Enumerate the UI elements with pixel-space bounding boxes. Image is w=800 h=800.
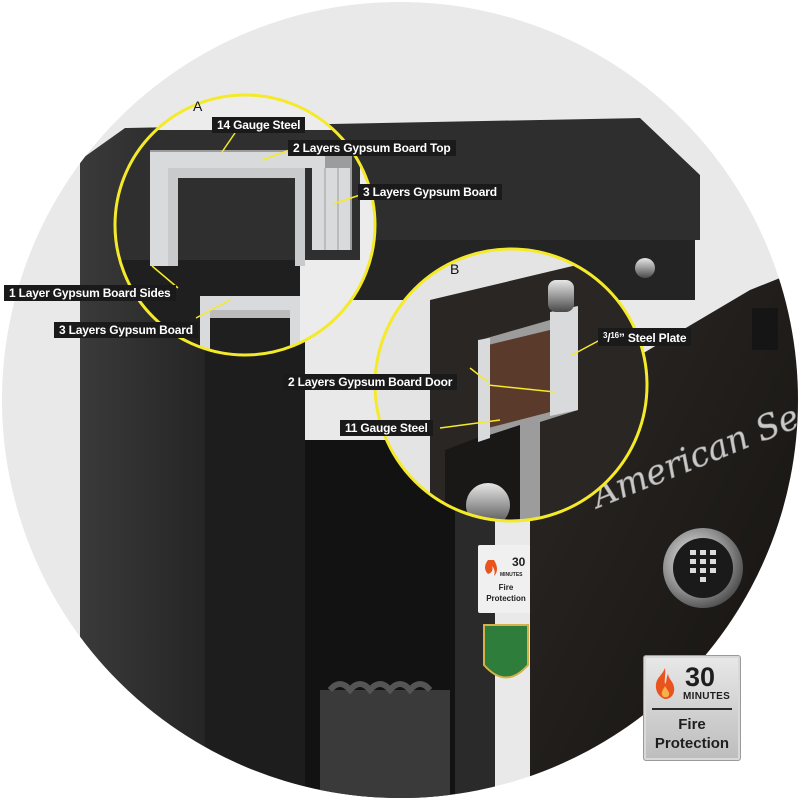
- door-sticker-number: 30: [512, 555, 526, 569]
- steel-plate-text: ” Steel Plate: [618, 331, 687, 345]
- keypad-lock: [663, 528, 743, 608]
- badge-number: 30: [685, 662, 716, 692]
- bolt-head: [635, 258, 655, 278]
- badge-unit: MINUTES: [683, 691, 731, 702]
- door-sticker-line1: Fire: [499, 583, 514, 592]
- label-3-layers-gypsum-upper: 3 Layers Gypsum Board: [358, 184, 502, 200]
- flame-icon: [655, 668, 675, 699]
- callout-a-ring: [113, 93, 377, 357]
- badge-divider: [652, 708, 732, 710]
- label-steel-plate: 3/16” Steel Plate: [598, 328, 692, 346]
- door-fire-sticker: 30 MINUTES Fire Protection: [478, 545, 534, 613]
- badge-line2: Protection: [654, 735, 730, 752]
- gypsum-3-layer: [312, 168, 350, 250]
- badge-line1: Fire: [678, 716, 706, 733]
- callout-b-letter: B: [450, 261, 460, 277]
- bolt-top: [548, 280, 574, 312]
- gypsum-top: [150, 152, 325, 266]
- steel-plate: [550, 306, 578, 416]
- fraction-numerator: 3: [603, 331, 608, 340]
- fire-protection-badge: 30 MINUTES Fire Protection: [643, 655, 741, 761]
- flame-icon: [485, 560, 497, 576]
- label-14-gauge-steel: 14 Gauge Steel: [212, 117, 306, 133]
- callout-b: [373, 247, 649, 523]
- label-11-gauge-steel: 11 Gauge Steel: [340, 420, 433, 436]
- fraction-denominator: 16: [610, 331, 619, 340]
- label-2-layers-gypsum-top: 2 Layers Gypsum Board Top: [288, 140, 456, 156]
- door-sticker-unit: MINUTES: [500, 572, 523, 578]
- label-2-layers-gypsum-door: 2 Layers Gypsum Board Door: [283, 374, 458, 390]
- shield-badge: [483, 624, 529, 679]
- door-hinge: [752, 308, 778, 350]
- label-3-layers-gypsum-lower: 3 Layers Gypsum Board: [54, 322, 198, 338]
- label-1-layer-gypsum-sides: 1 Layer Gypsum Board Sides: [4, 285, 176, 301]
- gun-rack: [320, 681, 450, 798]
- callout-a-letter: A: [193, 98, 203, 114]
- leader-lines: [151, 132, 601, 429]
- door-sticker-line2: Protection: [486, 594, 526, 603]
